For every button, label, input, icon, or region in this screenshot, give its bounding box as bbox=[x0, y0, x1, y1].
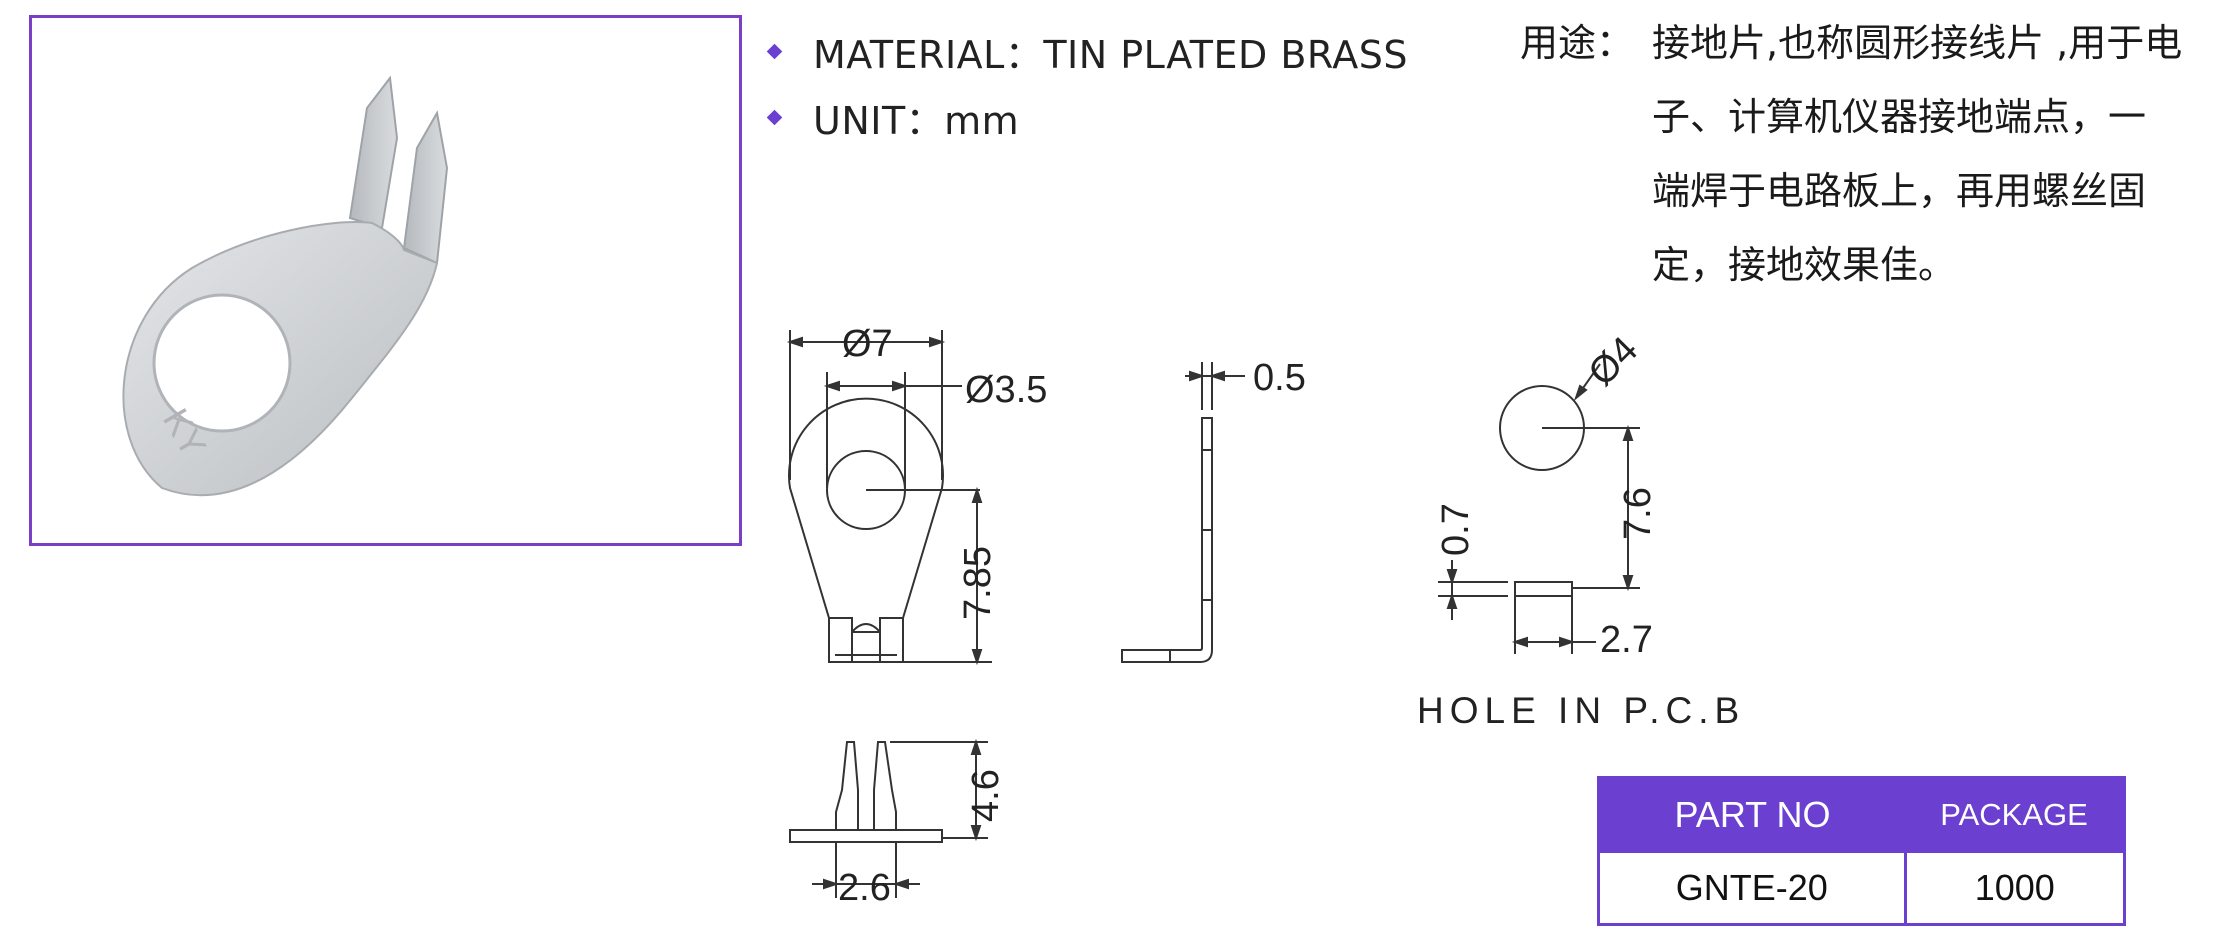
dim-slot-width: 0.7 bbox=[1435, 503, 1477, 556]
usage-text: 接地片,也称圆形接线片 ,用于电 子、计算机仪器接地端点，一 端焊于电路板上，再… bbox=[1652, 6, 2237, 302]
dim-thickness: 0.5 bbox=[1253, 357, 1306, 399]
dim-tab-width: 2.6 bbox=[838, 867, 891, 909]
usage-label: 用途： bbox=[1520, 21, 1635, 65]
dim-outer-dia: Ø7 bbox=[842, 323, 893, 365]
front-view bbox=[786, 330, 992, 666]
dim-tab-height: 4.6 bbox=[965, 769, 1007, 822]
dim-pcb-hole: Ø4 bbox=[1581, 329, 1647, 395]
dim-length: 7.85 bbox=[957, 546, 999, 620]
spec-list: MATERIAL：TIN PLATED BRASS UNIT：mm bbox=[765, 18, 1408, 150]
dim-inner-dia: Ø3.5 bbox=[965, 369, 1047, 411]
cell-package: 1000 bbox=[1903, 850, 2126, 926]
usage-line: 接地片,也称圆形接线片 ,用于电 bbox=[1652, 21, 2183, 65]
pcb-hole-label: HOLE IN P.C.B bbox=[1417, 690, 1746, 731]
header-part-no: PART NO bbox=[1598, 777, 1905, 852]
table-row: GNTE-20 1000 bbox=[1597, 850, 2126, 926]
product-photo-frame: KY bbox=[29, 15, 742, 546]
bottom-view bbox=[789, 738, 988, 898]
spec-text: MATERIAL：TIN PLATED BRASS bbox=[813, 32, 1408, 77]
spec-text: UNIT：mm bbox=[813, 98, 1020, 143]
header-package: PACKAGE bbox=[1905, 777, 2125, 852]
table-header-row: PART NO PACKAGE bbox=[1598, 777, 2125, 852]
product-photo: KY bbox=[122, 75, 449, 497]
dim-pcb-spacing: 7.6 bbox=[1617, 487, 1659, 540]
pcb-hole-view bbox=[1438, 363, 1640, 654]
usage-line: 端焊于电路板上，再用螺丝固 bbox=[1652, 169, 2147, 213]
side-view bbox=[1121, 362, 1245, 663]
usage-line: 定，接地效果佳。 bbox=[1652, 243, 1957, 287]
cell-part-no: GNTE-20 bbox=[1597, 850, 1907, 926]
dim-slot-length: 2.7 bbox=[1600, 619, 1653, 661]
spec-item-unit: UNIT：mm bbox=[765, 84, 1408, 150]
spec-item-material: MATERIAL：TIN PLATED BRASS bbox=[765, 18, 1408, 84]
part-table: PART NO PACKAGE GNTE-20 1000 bbox=[1597, 776, 2126, 926]
usage-line: 子、计算机仪器接地端点，一 bbox=[1652, 95, 2147, 139]
